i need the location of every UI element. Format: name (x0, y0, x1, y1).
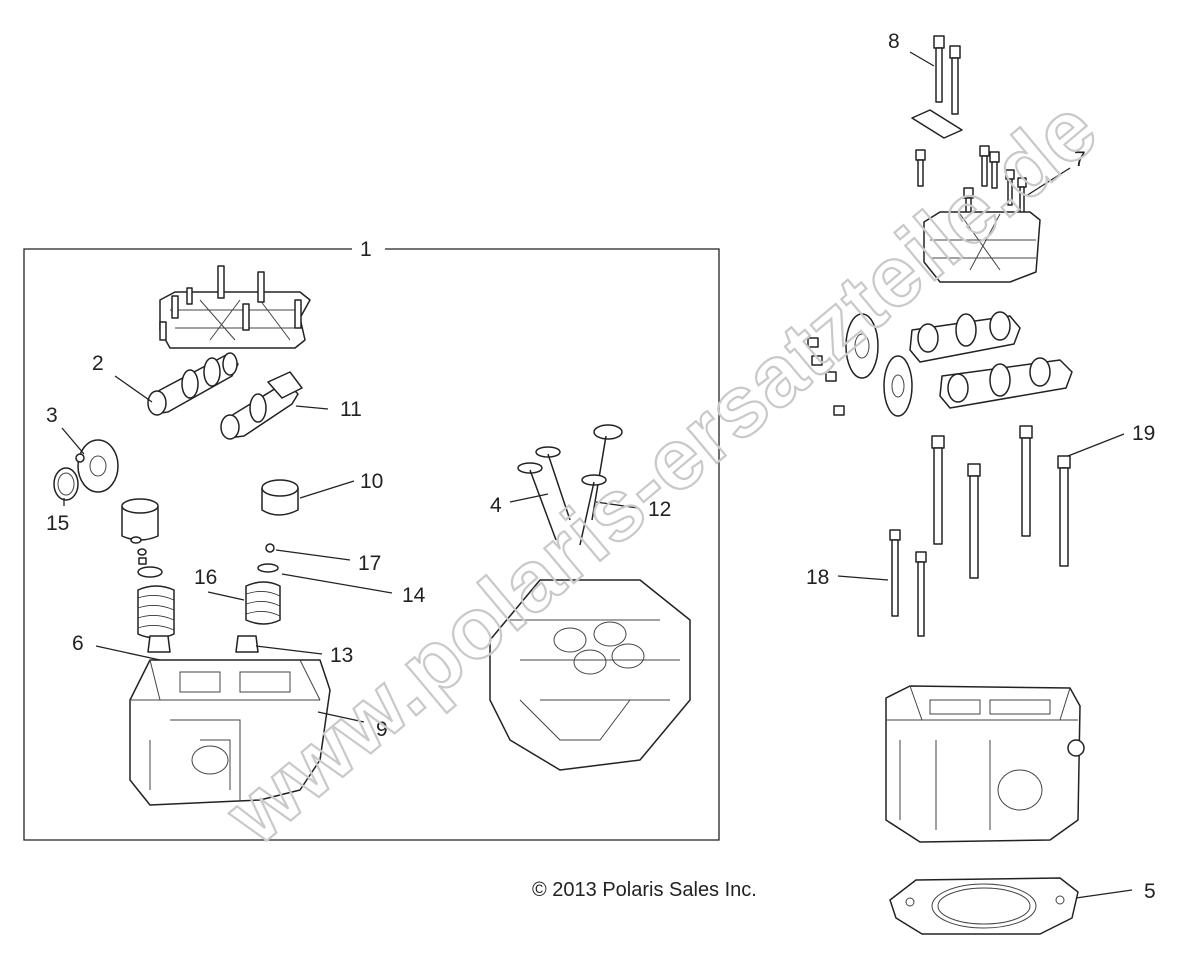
copyright-text: © 2013 Polaris Sales Inc. (532, 879, 757, 901)
callout-11: 11 (340, 398, 362, 421)
head-gasket (889, 877, 1079, 935)
callout-1: 1 (360, 238, 372, 261)
callouts: 2 3 4 5 6 7 8 9 10 11 12 13 14 15 16 17 … (46, 30, 1156, 903)
valve-seal-left (147, 635, 171, 653)
callout-7: 7 (1074, 148, 1086, 171)
valve-seal-right (235, 635, 259, 653)
cylinder-head-center (489, 579, 691, 771)
cylinder-head-left (129, 659, 331, 806)
retainer-left (137, 566, 163, 578)
retainer-right (257, 563, 279, 573)
callout-4: 4 (490, 494, 502, 517)
tappet-right (261, 479, 299, 516)
cam-carrier-right (923, 211, 1041, 283)
callout-14: 14 (402, 584, 426, 607)
callout-19: 19 (1132, 422, 1155, 445)
tappet-left (121, 498, 159, 541)
valve-spring-left (137, 585, 175, 639)
callout-9: 9 (376, 718, 388, 741)
callout-18: 18 (806, 566, 829, 589)
kit-box: 1 (23, 238, 720, 841)
keeper-right (265, 543, 275, 553)
callout-12: 12 (648, 498, 671, 521)
callout-3: 3 (46, 404, 58, 427)
camshaft-intake (147, 352, 239, 416)
callout-5: 5 (1144, 880, 1156, 903)
head-bolts (911, 35, 963, 139)
small-fasteners (807, 337, 845, 416)
camshaft-exhaust (220, 371, 303, 440)
cam-sprockets-right (845, 313, 913, 417)
callout-6: 6 (72, 632, 84, 655)
callout-13: 13 (330, 644, 353, 667)
callout-10: 10 (360, 470, 383, 493)
cam-cap-bolts (915, 145, 1027, 223)
intake-valves (517, 446, 571, 541)
callout-17: 17 (358, 552, 381, 575)
studs-long (931, 425, 1071, 579)
retaining-ring (53, 467, 79, 501)
valve-spring-right (245, 581, 281, 625)
cylinder-head-right (885, 685, 1085, 843)
studs-short (889, 529, 927, 637)
callout-16: 16 (194, 566, 217, 589)
callout-2: 2 (92, 352, 104, 375)
camshafts-right (909, 311, 1073, 409)
exhaust-valves (579, 424, 623, 546)
callout-8: 8 (888, 30, 900, 53)
cam-sprocket-small (75, 439, 119, 493)
callout-15: 15 (46, 512, 69, 535)
keepers-left (130, 536, 147, 565)
leader-lines (61, 51, 1133, 899)
cam-carrier-in-kit (159, 265, 311, 349)
